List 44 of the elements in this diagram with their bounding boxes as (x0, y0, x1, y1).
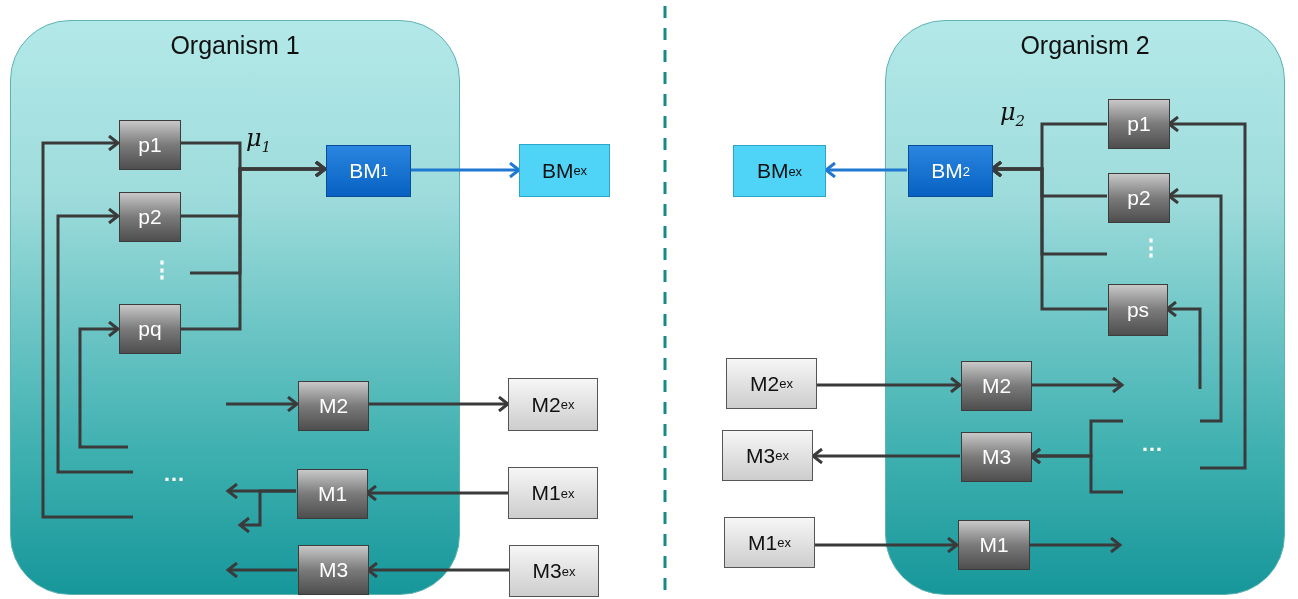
ellipsis-mark: ⋮ (151, 259, 173, 281)
arrow (226, 395, 299, 413)
arrow (1165, 300, 1202, 389)
process-box: M3 (961, 432, 1032, 482)
arrow (180, 160, 327, 331)
arrow (811, 447, 960, 465)
ellipsis-mark: ⋮ (1140, 237, 1162, 259)
ellipsis-mark: … (163, 463, 185, 485)
edge-label: μ$_{1}$ (246, 126, 272, 155)
arrow (815, 536, 959, 554)
arrow (78, 320, 128, 449)
arrow (56, 207, 133, 474)
arrow (1167, 115, 1247, 470)
process-box: M1 (297, 469, 368, 519)
arrow (1031, 376, 1124, 394)
arrow (41, 134, 133, 519)
process-box: p1 (1108, 99, 1170, 149)
process-box: M1 (958, 520, 1030, 570)
edge-label: μ$_{2}$ (1000, 100, 1026, 129)
arrow (824, 161, 907, 179)
process-box: p2 (119, 192, 181, 242)
process-box: pq (119, 304, 181, 354)
ellipsis-mark: … (1141, 433, 1163, 455)
arrow (1029, 447, 1123, 494)
process-box: M3 (298, 545, 369, 595)
panel-title: Organism 2 (1020, 31, 1150, 60)
arrow (410, 161, 521, 179)
arrow (817, 376, 962, 394)
arrow (368, 395, 510, 413)
arrow (366, 561, 509, 579)
process-box: M2 (298, 381, 369, 431)
process-box: p2 (1108, 173, 1170, 223)
arrow (1029, 536, 1122, 554)
organism-panel (10, 20, 460, 595)
arrow (226, 561, 297, 579)
organism-panel (885, 20, 1285, 595)
arrow (238, 489, 296, 534)
process-box: M2 (961, 361, 1032, 411)
process-box: ps (1108, 284, 1168, 336)
arrow (990, 160, 1107, 311)
arrow (1167, 187, 1223, 423)
process-box: p1 (119, 120, 181, 170)
panel-title: Organism 1 (170, 31, 300, 60)
arrow (365, 484, 508, 502)
